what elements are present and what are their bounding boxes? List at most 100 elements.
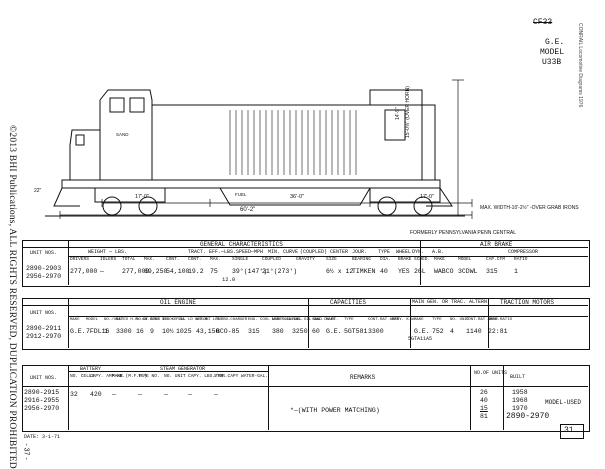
fuel-tank bbox=[219, 187, 371, 206]
engine-value-22: 22:81 bbox=[488, 328, 508, 335]
battery-value-3: — bbox=[138, 391, 142, 398]
unit-count-2: 40 bbox=[480, 397, 488, 404]
center-header: CENTER bbox=[330, 249, 349, 255]
dim-center: 36'-0" bbox=[290, 194, 305, 200]
general-value-2: 277,000 bbox=[122, 268, 150, 275]
engine-header-17: CAPY. K.W. bbox=[392, 318, 417, 322]
engine-value-4: 16 bbox=[136, 328, 144, 335]
engine-value-15: 5GT581 bbox=[344, 328, 368, 335]
unit-count-total: 81 bbox=[480, 413, 488, 420]
capacities-section: CAPACITIES bbox=[330, 299, 367, 306]
engine-header-7: FULL LD R.P.M. bbox=[176, 318, 210, 322]
weight-group: WEIGHT — LBS. bbox=[88, 249, 128, 255]
engine-value-7: 1025 bbox=[176, 328, 192, 335]
engine-header-16: CONT.RAT AMPS. bbox=[368, 318, 402, 322]
general-header-7: SINGLE bbox=[232, 257, 249, 262]
coupled-group: (COUPLED) bbox=[300, 249, 328, 255]
locomotive-diagram bbox=[45, 79, 465, 217]
min-curve-group: MIN. CURVE bbox=[268, 249, 299, 255]
speed-group: SPEED—MPH bbox=[236, 249, 264, 255]
battery-unit-label: UNIT NOS. bbox=[30, 375, 58, 381]
battery-section: BATTERY bbox=[80, 366, 102, 372]
general-value-1: — bbox=[100, 268, 104, 275]
general-table bbox=[22, 240, 590, 287]
general-header-5: CONT. bbox=[188, 257, 202, 262]
dim-overall: 60'-2" bbox=[240, 207, 256, 213]
engine-section: OIL ENGINE bbox=[160, 299, 197, 306]
battery-value-2: — bbox=[112, 391, 116, 398]
general-value-4: 54,100 bbox=[166, 268, 190, 275]
battery-table bbox=[22, 365, 590, 432]
engine-header-11: LUBE OIL GAL. bbox=[272, 318, 304, 322]
engine-value-14: G.E. bbox=[326, 328, 342, 335]
rear-truck-frame bbox=[369, 187, 441, 203]
ab-header: A.B. bbox=[432, 249, 445, 255]
short-hood bbox=[69, 129, 101, 181]
crossed-class: CF33 bbox=[533, 18, 553, 27]
general-header-15: MAKE bbox=[434, 257, 445, 262]
number-board bbox=[75, 134, 85, 146]
engine-value-6: 10½ bbox=[162, 328, 174, 335]
battery-header-3: TYPE NO. bbox=[138, 374, 160, 379]
page-number-box bbox=[560, 424, 584, 439]
general-header-0: DRIVERS bbox=[70, 257, 89, 262]
cab-window-2 bbox=[129, 97, 145, 113]
engine-header-18: MAKE bbox=[414, 318, 424, 322]
engine-value-5: 9 bbox=[150, 328, 154, 335]
general-header-9: GRAVITY bbox=[296, 257, 315, 262]
height-label: 15'-0⅝" (OVER HORN) bbox=[405, 86, 411, 138]
engine-unit-1: 2890-2911 bbox=[26, 325, 62, 332]
model-range: 2890-2970 bbox=[506, 412, 550, 421]
built-2: 1968 bbox=[512, 397, 528, 404]
engine-value-13: 60 bbox=[312, 328, 320, 335]
engine-header-14: MAKE bbox=[326, 318, 336, 322]
general-header-17: CAP.CFM bbox=[486, 257, 505, 262]
no-units-label: NO.OF UNITS bbox=[474, 370, 508, 376]
engine-header-22: GEAR RATIO bbox=[488, 318, 513, 322]
engine-header-8: WEIGHT LBS. bbox=[196, 318, 223, 322]
engine-value-21: 1140 bbox=[466, 328, 482, 335]
engine-header-4: NO.OF CYLS bbox=[136, 318, 161, 322]
battery-unit-2: 2916-2955 bbox=[24, 397, 60, 404]
page-number: 31 bbox=[564, 426, 574, 435]
battery-value-1: 420 bbox=[90, 391, 102, 398]
battery-header-4: NO. UNIT bbox=[164, 374, 186, 379]
remarks-label: REMARKS bbox=[350, 374, 376, 381]
general-value-7: 39°(147') bbox=[232, 268, 268, 275]
engine-header-10: ENG. COOL WATER-GAL. bbox=[248, 318, 297, 322]
engine-header-1: MODEL bbox=[86, 318, 99, 322]
engine-value-10: 315 bbox=[248, 328, 260, 335]
unit-count-3: 15 bbox=[480, 405, 488, 412]
compressor-header: COMPRESSOR bbox=[508, 249, 539, 255]
general-unit-label: UNIT NOS. bbox=[30, 250, 58, 256]
general-value-11: TIMKEN bbox=[352, 268, 376, 275]
engine-header-3: RATED H.P. GA. bbox=[116, 318, 150, 322]
general-value-5: 19.2 bbox=[188, 268, 204, 275]
front-truck-frame bbox=[94, 187, 166, 203]
general-unit-1: 2890-2903 bbox=[26, 265, 62, 272]
engine-header-0: MAKE bbox=[70, 318, 80, 322]
battery-header-0: NO. CELLS bbox=[70, 374, 95, 379]
general-header-16: MODEL bbox=[458, 257, 472, 262]
sand-label: SAND bbox=[116, 132, 129, 137]
former-road: FORMERLY PENNSYLVANIA PENN CENTRAL bbox=[410, 230, 517, 236]
general-header-11: BEARING bbox=[352, 257, 371, 262]
general-header-14: SCHED. bbox=[414, 257, 431, 262]
battery-unit-3: 2956-2970 bbox=[24, 405, 60, 412]
general-value-16: 3CDWL bbox=[458, 268, 478, 275]
engine-value-20: 4 bbox=[450, 328, 454, 335]
engine-header-6: STROKE IN. bbox=[162, 318, 187, 322]
date-stamp: DATE: 3-1-71 bbox=[24, 434, 61, 440]
engine-value-11: 380 bbox=[272, 328, 284, 335]
cab-window-1 bbox=[109, 97, 125, 113]
model-used-label: MODEL-USED bbox=[545, 399, 582, 406]
dim-front: 17'-0" bbox=[135, 194, 150, 200]
steam-section: STEAM GENERATOR bbox=[160, 366, 206, 372]
battery-header-1: CAPY. AMP-HR. bbox=[90, 374, 126, 379]
dyn-header: DYN. bbox=[412, 249, 425, 255]
general-header-12: DIA. bbox=[380, 257, 391, 262]
right-margin-note: CONRAIL Locomotive Diagrams 1976 bbox=[577, 23, 583, 108]
general-value-12: 40 bbox=[380, 268, 388, 275]
battery-value-5: — bbox=[188, 391, 192, 398]
engine-header-15: TYPE bbox=[344, 318, 354, 322]
